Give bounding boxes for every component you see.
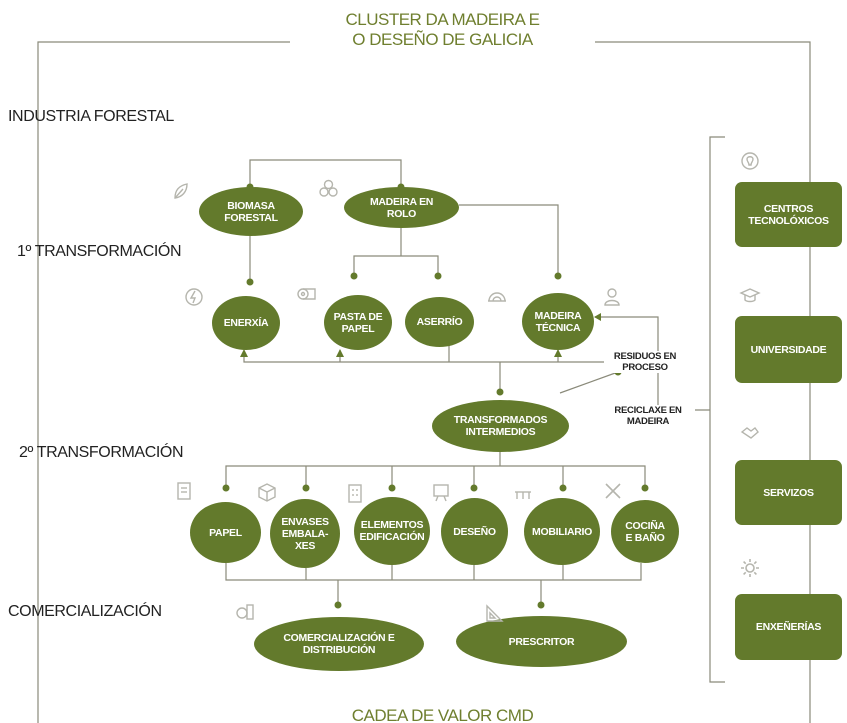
saw-blade-icon xyxy=(488,292,506,302)
node-comercializacion-distribucion: COMERCIALIZACIÓN E DISTRIBUCIÓN xyxy=(254,617,424,671)
design-board-icon xyxy=(433,484,449,502)
node-papel: PAPEL xyxy=(190,502,261,563)
node-enerxia: ENERXÍA xyxy=(212,296,280,350)
ruler-icon xyxy=(486,604,504,622)
node-madeira-tecnica: MADEIRA TÉCNICA xyxy=(522,293,594,350)
furniture-icon xyxy=(515,491,531,499)
graduation-cap-icon xyxy=(739,288,761,303)
node-cocina-e-bano: COCIÑA E BAÑO xyxy=(611,500,679,563)
box-enxenerias: ENXEÑERÍAS xyxy=(735,594,842,660)
node-transformados-intermedios: TRANSFORMADOS INTERMEDIOS xyxy=(432,400,569,452)
node-madeira-en-rolo: MADEIRA EN ROLO xyxy=(344,187,459,228)
node-elementos-edificacion: ELEMENTOS EDIFICACIÓN xyxy=(354,497,430,565)
node-biomasa-forestal: BIOMASA FORESTAL xyxy=(199,187,303,236)
section-first-transformation: 1º TRANSFORMACIÓN xyxy=(17,243,182,260)
leaf-icon xyxy=(174,183,188,199)
distribution-icon xyxy=(236,604,254,620)
paper-roll-icon xyxy=(297,288,316,300)
section-industria-forestal: INDUSTRIA FORESTAL xyxy=(8,108,174,125)
building-icon xyxy=(348,484,362,503)
diagram-title-line2: O DESEÑO DE GALICIA xyxy=(352,30,533,49)
box-servizos: SERVIZOS xyxy=(735,460,842,525)
worker-icon xyxy=(604,288,620,306)
document-icon xyxy=(177,482,191,500)
node-prescritor: PRESCRITOR xyxy=(456,616,627,667)
node-deseno: DESEÑO xyxy=(441,498,508,565)
node-pasta-de-papel: PASTA DE PAPEL xyxy=(324,295,392,350)
handshake-icon xyxy=(740,427,759,439)
note-residuos-en-proceso: RESIDUOS EN PROCESO xyxy=(604,351,686,373)
box-universidade: UNIVERSIDADE xyxy=(735,316,842,383)
node-aserrio: ASERRÍO xyxy=(405,297,474,347)
lightbulb-icon xyxy=(741,152,759,170)
diagram-footer-title: CADEA DE VALOR CMD xyxy=(351,706,534,723)
section-second-transformation: 2º TRANSFORMACIÓN xyxy=(19,444,184,461)
diagram-title-line1: CLUSTER DA MADEIRA E xyxy=(345,10,540,29)
energy-icon xyxy=(185,288,203,306)
logs-icon xyxy=(319,179,338,197)
note-reciclaxe-en-madeira: RECICLAXE EN MADEIRA xyxy=(601,405,695,427)
box-centros-tecnoloxicos: CENTROS TECNOLÓXICOS xyxy=(735,182,842,247)
node-mobiliario: MOBILIARIO xyxy=(524,498,600,565)
box-icon xyxy=(258,483,276,502)
node-envases-embalaxes: ENVASES EMBALA- XES xyxy=(270,499,340,568)
tools-icon xyxy=(605,483,621,499)
gear-icon xyxy=(741,559,759,577)
section-commercialization: COMERCIALIZACIÓN xyxy=(8,603,162,620)
